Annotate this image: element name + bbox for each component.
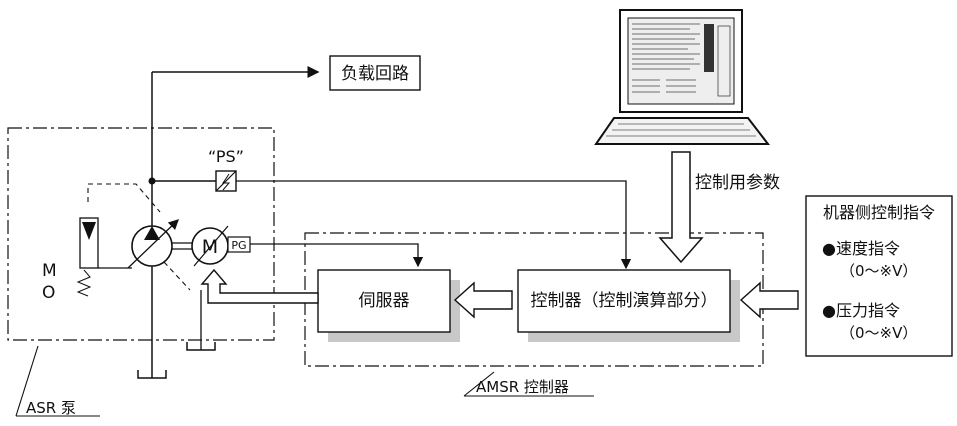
tank-icon-main (137, 370, 167, 379)
asr-pump-boundary (7, 127, 275, 341)
ps-sensor-slash (215, 170, 237, 192)
pump-variable-arrow (127, 219, 179, 269)
servo-box (317, 269, 451, 333)
ps-label: “PS” (208, 147, 244, 166)
lower-dashed-linkage (163, 261, 191, 291)
speed-command-label: ●速度指令 (822, 239, 900, 258)
pg-signal-line (250, 243, 424, 268)
asr-leader-line (15, 345, 39, 417)
regulator-valve-triangle (82, 222, 96, 240)
asr-label: ASR 泵 (26, 399, 76, 417)
amsr-label: AMSR 控制器 (476, 378, 569, 396)
controller-box (517, 269, 731, 333)
speed-command-range: （0～※V） (840, 262, 917, 280)
load-circuit-box (329, 55, 421, 91)
machine-command-title: 机器侧控制指令 (823, 203, 935, 222)
valve-label-m: M (42, 261, 57, 281)
controller-label: 控制器（控制演算部分） (531, 291, 718, 311)
control-params-label: 控制用参数 (695, 173, 780, 193)
motor-variable-arrow (193, 225, 229, 267)
servo-label: 伺服器 (359, 291, 410, 311)
regulator-spring-icon (76, 269, 92, 297)
load-circuit-label: 负载回路 (341, 64, 409, 84)
pressure-command-label: ●压力指令 (822, 301, 900, 320)
laptop-icon (594, 9, 771, 145)
amsr-leader-line (463, 371, 495, 397)
ps-signal-line (236, 180, 632, 270)
regulator-dashed-linkage (87, 183, 161, 213)
pressure-command-range: （0～※V） (840, 324, 917, 342)
ps-sensor-bolt (222, 173, 231, 191)
machine-command-box (805, 195, 953, 357)
machine-to-controller-arrow (739, 281, 799, 319)
servo-to-motor-arrow (200, 268, 319, 304)
valve-label-o: O (42, 283, 55, 303)
control-params-arrow (658, 151, 704, 264)
regulator-valve-icon (79, 217, 99, 269)
amsr-controller-boundary (304, 232, 764, 367)
tank-icon-drain (186, 342, 216, 351)
controller-to-servo-arrow (453, 281, 513, 319)
pg-label: PG (231, 239, 246, 252)
pump-triangle (144, 226, 160, 240)
